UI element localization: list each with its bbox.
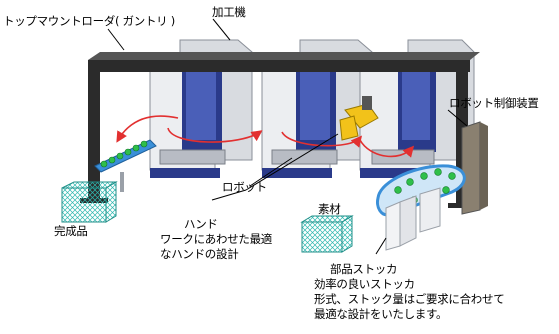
label-stocker-title: 部品ストッカ — [330, 262, 398, 276]
parts-stocker — [376, 164, 466, 251]
finished-cage — [61, 181, 118, 223]
finished-conveyor — [94, 139, 157, 192]
leader-lines — [107, 18, 468, 255]
label-hand-desc-1: ワークにあわせた最適 — [160, 232, 272, 246]
material-cage — [300, 215, 354, 253]
label-material: 素材 — [318, 202, 341, 216]
label-machine-tool: 加工機 — [212, 5, 246, 19]
robot-controller — [461, 121, 488, 215]
label-robot-controller: ロボット制御装置 — [449, 96, 539, 110]
gantry — [80, 52, 480, 208]
label-finished-product: 完成品 — [54, 224, 88, 238]
label-stocker-desc-1: 効率の良いストッカ — [314, 277, 415, 291]
label-stocker-desc-2: 形式、ストック量はご要求に合わせて — [314, 292, 505, 306]
flow-arrows — [116, 115, 415, 158]
label-hand-title: ハンド — [184, 217, 218, 231]
label-top-mount-loader: トップマウントローダ( ガントリ ) — [3, 14, 175, 28]
label-hand-desc-2: なハンドの設計 — [160, 247, 239, 261]
label-stocker-desc-3: 最適な設計をいたします。 — [314, 307, 448, 321]
label-robot: ロボット — [222, 180, 267, 194]
